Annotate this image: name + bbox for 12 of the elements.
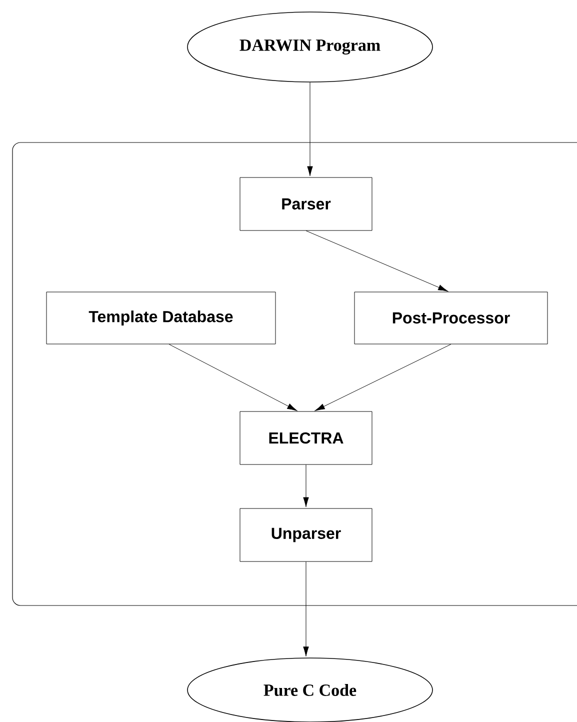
process-box: Parser: [240, 177, 372, 231]
container-frame: [12, 142, 577, 606]
process-box: ELECTRA: [240, 411, 372, 465]
arrow: [306, 230, 448, 292]
arrow: [168, 344, 297, 411]
arrow: [303, 562, 309, 656]
arrow: [315, 344, 452, 411]
process-box: Post-Processor: [354, 292, 548, 344]
arrow: [303, 464, 309, 508]
arrow: [307, 82, 313, 176]
process-box: Template Database: [46, 292, 276, 344]
process-box: Unparser: [240, 508, 372, 562]
